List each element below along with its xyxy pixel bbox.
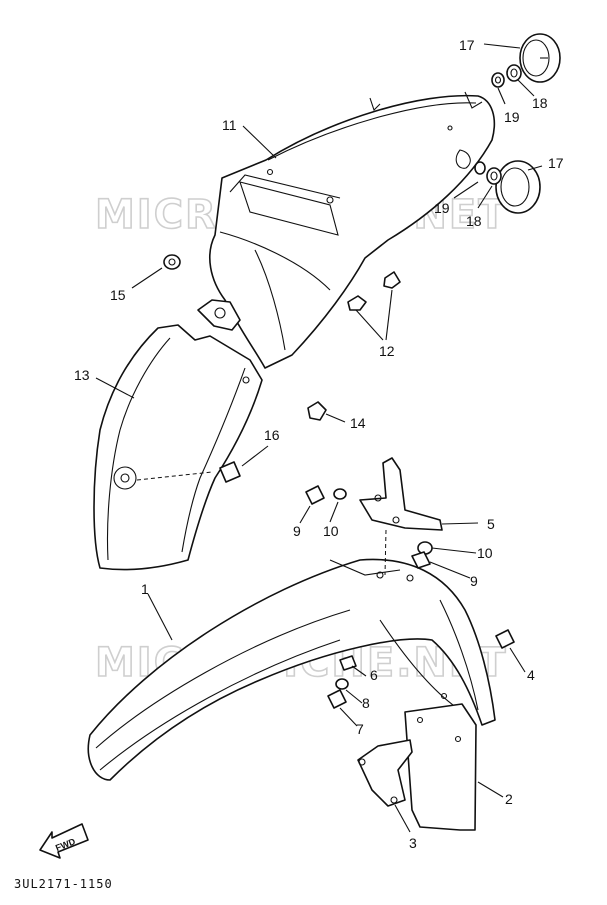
callout-8: 8 [362, 695, 370, 711]
callout-13: 13 [74, 367, 90, 383]
callout-4: 4 [527, 667, 535, 683]
callout-6: 6 [370, 667, 378, 683]
hardware-washers [474, 64, 522, 185]
callout-19-side: 19 [434, 200, 450, 216]
callout-15: 15 [110, 287, 126, 303]
callout-numbers: 17 19 18 17 19 18 11 15 12 13 14 16 9 10… [74, 37, 564, 851]
part-2-plate [404, 703, 477, 831]
callout-12: 12 [379, 343, 395, 359]
callout-19-top: 19 [504, 109, 520, 125]
callout-2: 2 [505, 791, 513, 807]
part-11-rear-fender [209, 91, 496, 369]
callout-16: 16 [264, 427, 280, 443]
callout-9-right: 9 [470, 573, 478, 589]
part-3-stay [357, 739, 413, 807]
callout-17-side: 17 [548, 155, 564, 171]
part-17-reflector-side [495, 160, 541, 214]
callout-10-left: 10 [323, 523, 339, 539]
callout-10-right: 10 [477, 545, 493, 561]
callout-5: 5 [487, 516, 495, 532]
callout-3: 3 [409, 835, 417, 851]
callout-14: 14 [350, 415, 366, 431]
diagram-code: 3UL2171-1150 [14, 877, 113, 891]
part-5-bracket [359, 457, 443, 576]
callout-18-side: 18 [466, 213, 482, 229]
part-17-reflector-top [519, 33, 561, 83]
part-1-front-fender [87, 558, 496, 781]
part-13-flap [93, 324, 263, 571]
callout-17-top: 17 [459, 37, 475, 53]
callout-11: 11 [222, 117, 237, 133]
fwd-arrow-icon: FWD [39, 823, 89, 859]
callout-18-top: 18 [532, 95, 548, 111]
leader-lines [95, 43, 543, 833]
part-bracket [197, 299, 241, 331]
callout-9-left: 9 [293, 523, 301, 539]
callout-7: 7 [356, 721, 364, 737]
hardware-bolts [163, 254, 515, 709]
callout-1: 1 [141, 581, 149, 597]
